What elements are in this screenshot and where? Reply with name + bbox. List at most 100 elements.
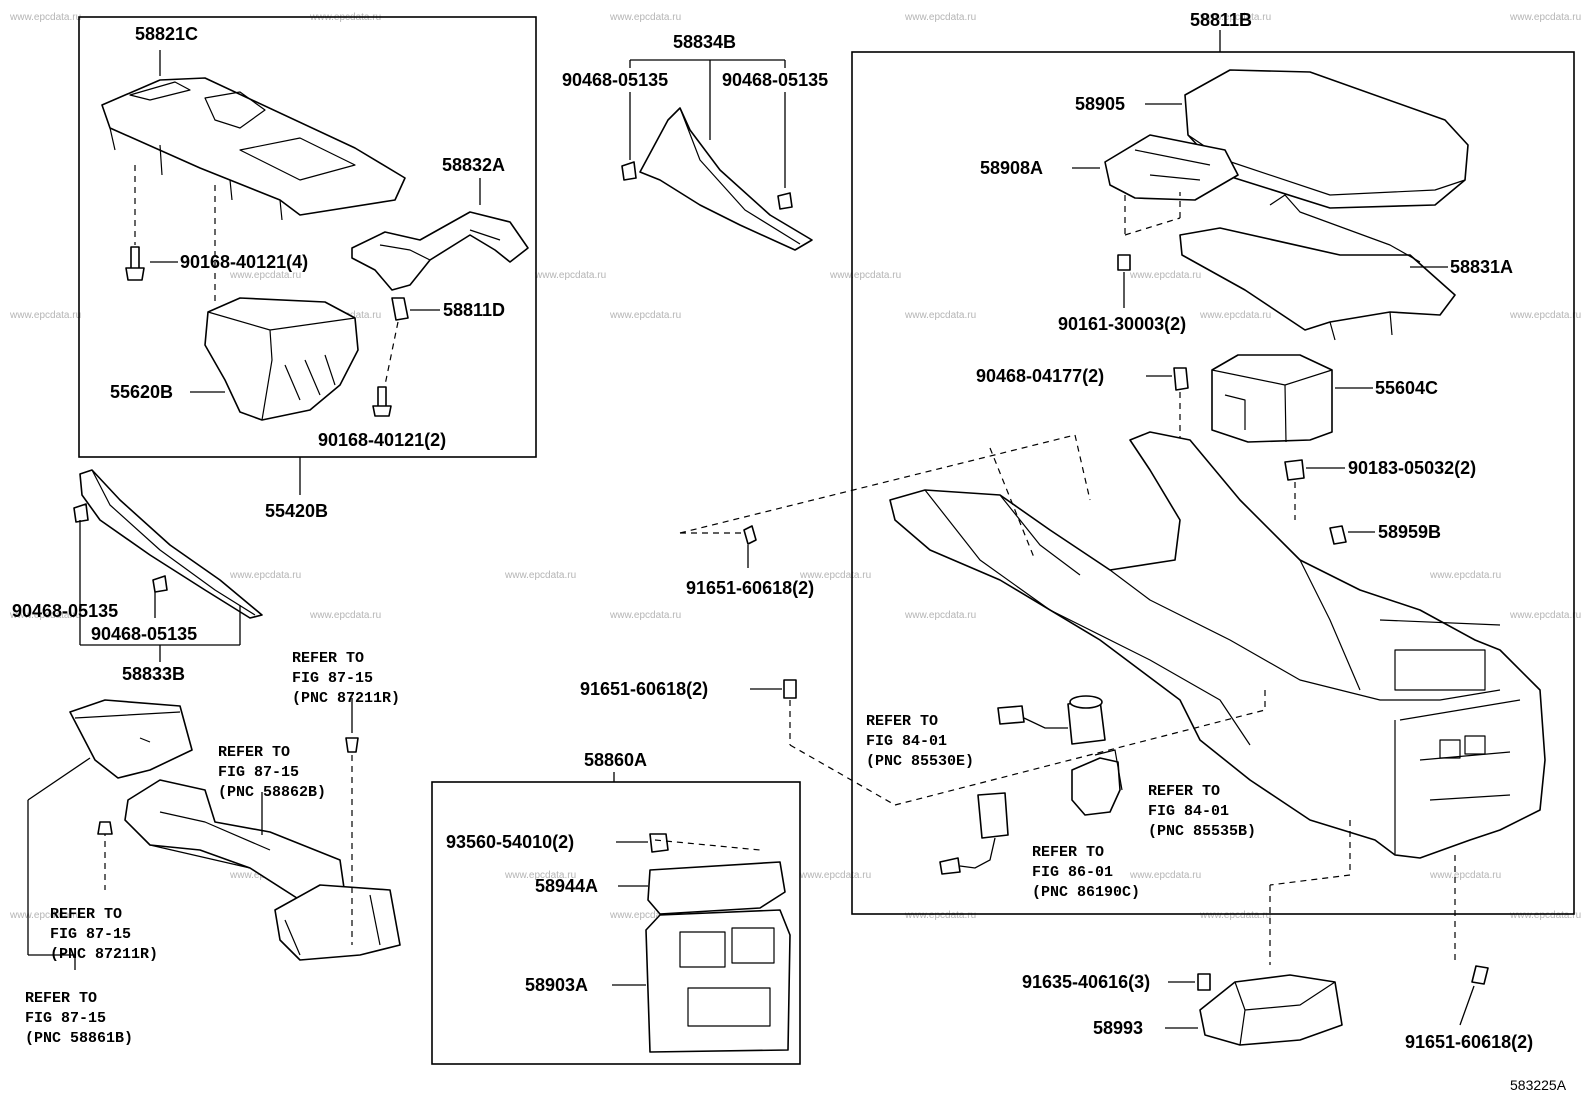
label-58860A[interactable]: 58860A — [584, 750, 647, 770]
group-box — [431, 781, 801, 1065]
diagram-id: 583225A — [1510, 1077, 1567, 1093]
part-86190C-switch[interactable] — [939, 792, 1009, 875]
part-58993[interactable] — [1199, 974, 1343, 1046]
label-90168-40121-2[interactable]: 90168-40121(2) — [318, 430, 446, 450]
label-90168-40121-4[interactable]: 90168-40121(4) — [180, 252, 308, 272]
clip-90468[interactable] — [621, 161, 637, 181]
part-85535B-socket[interactable] — [1071, 749, 1123, 816]
group-58811B: 58811B 58905 58908A 58831A — [679, 10, 1575, 965]
ref-text: FIG 84-01 — [1148, 803, 1229, 820]
label-58821C[interactable]: 58821C — [135, 24, 198, 44]
screw-90161[interactable] — [1117, 254, 1131, 271]
bolt-91635[interactable] — [1197, 973, 1211, 991]
part-58821C[interactable] — [101, 77, 406, 221]
bolt-90168[interactable] — [125, 246, 145, 281]
part-58831A[interactable] — [1179, 194, 1456, 341]
part-58908A[interactable] — [1104, 134, 1239, 201]
label-58993[interactable]: 58993 — [1093, 1018, 1143, 1038]
part-55620B[interactable] — [204, 297, 359, 421]
watermark: www.epcdata.ru — [504, 570, 576, 581]
watermark: www.epcdata.ru — [1199, 310, 1271, 321]
group-box — [78, 16, 537, 458]
bolt-91651-c[interactable] — [1471, 965, 1489, 985]
part-58811D[interactable] — [391, 297, 409, 321]
label-90468-05135-d[interactable]: 90468-05135 — [91, 624, 197, 644]
label-90468-05135-c[interactable]: 90468-05135 — [12, 601, 118, 621]
label-55420B[interactable]: 55420B — [265, 501, 328, 521]
label-58905[interactable]: 58905 — [1075, 94, 1125, 114]
label-58811B[interactable]: 58811B — [1190, 10, 1252, 30]
label-58903A[interactable]: 58903A — [525, 975, 588, 995]
part-58905[interactable] — [1184, 69, 1469, 209]
label-91651-c[interactable]: 91651-60618(2) — [1405, 1032, 1533, 1052]
watermark: www.epcdata.ru — [9, 12, 81, 23]
label-58959B[interactable]: 58959B — [1378, 522, 1441, 542]
bolt-90168-2[interactable] — [372, 386, 392, 417]
label-90468-05135-a[interactable]: 90468-05135 — [562, 70, 668, 90]
part-85530E-socket[interactable] — [997, 695, 1106, 745]
watermark: www.epcdata.ru — [1429, 870, 1501, 881]
bolt-91651-b[interactable] — [783, 679, 797, 699]
ref-text: REFER TO — [25, 990, 97, 1007]
label-91651-b[interactable]: 91651-60618(2) — [580, 679, 708, 699]
watermark: www.epcdata.ru — [904, 610, 976, 621]
label-90468-05135-b[interactable]: 90468-05135 — [722, 70, 828, 90]
ref-r3: REFER TO FIG 87-15 (PNC 87211R) — [50, 906, 158, 963]
label-91635[interactable]: 91635-40616(3) — [1022, 972, 1150, 992]
part-58944A[interactable] — [647, 861, 786, 915]
label-58834B[interactable]: 58834B — [673, 32, 736, 52]
watermark: www.epcdata.ru — [1509, 910, 1581, 921]
clip-58959B[interactable] — [1329, 525, 1347, 545]
clip-90468[interactable] — [73, 503, 89, 523]
clip-90468[interactable] — [152, 575, 168, 593]
part-58832A[interactable] — [351, 211, 529, 291]
part-58834B[interactable] — [639, 107, 813, 251]
ref-text: (PNC 85530E) — [866, 753, 974, 770]
watermark: www.epcdata.ru — [1129, 270, 1201, 281]
watermark: www.epcdata.ru — [1129, 870, 1201, 881]
clip-90183[interactable] — [1284, 459, 1305, 481]
label-58831A[interactable]: 58831A — [1450, 257, 1513, 277]
watermark: www.epcdata.ru — [1509, 12, 1581, 23]
label-58832A[interactable]: 58832A — [442, 155, 505, 175]
ref-text: REFER TO — [218, 744, 290, 761]
part-58833B[interactable] — [79, 469, 263, 619]
part-duct-outlet[interactable] — [69, 699, 193, 779]
label-58811D[interactable]: 58811D — [443, 300, 505, 320]
watermark: www.epcdata.ru — [534, 270, 606, 281]
clip-87211R[interactable] — [97, 821, 113, 835]
clip-90468[interactable] — [777, 192, 793, 210]
ref-text: REFER TO — [1148, 783, 1220, 800]
label-55620B[interactable]: 55620B — [110, 382, 173, 402]
clip-87211R-b[interactable] — [345, 737, 359, 753]
watermark: www.epcdata.ru — [1509, 610, 1581, 621]
ref-text: REFER TO — [50, 906, 122, 923]
clip-93560[interactable] — [649, 833, 669, 853]
part-console-body[interactable] — [889, 431, 1546, 859]
label-58833B[interactable]: 58833B — [122, 664, 185, 684]
ref-r4: REFER TO FIG 87-15 (PNC 58861B) — [25, 990, 133, 1047]
label-90183[interactable]: 90183-05032(2) — [1348, 458, 1476, 478]
clip-90468-04177[interactable] — [1173, 367, 1189, 391]
ref-text: (PNC 87211R) — [50, 946, 158, 963]
label-58908A[interactable]: 58908A — [980, 158, 1043, 178]
label-55604C[interactable]: 55604C — [1375, 378, 1438, 398]
part-duct-58861B[interactable] — [274, 884, 401, 961]
label-58944A[interactable]: 58944A — [535, 876, 598, 896]
part-58903A[interactable] — [645, 909, 791, 1053]
watermark: www.epcdata.ru — [309, 610, 381, 621]
label-90161[interactable]: 90161-30003(2) — [1058, 314, 1186, 334]
watermark: www.epcdata.ru — [609, 12, 681, 23]
bolt-91651-a[interactable] — [743, 525, 757, 545]
ref-r2: REFER TO FIG 87-15 (PNC 58862B) — [218, 744, 326, 801]
label-91651-a[interactable]: 91651-60618(2) — [686, 578, 814, 598]
label-93560[interactable]: 93560-54010(2) — [446, 832, 574, 852]
watermark: www.epcdata.ru — [799, 870, 871, 881]
ref-text: (PNC 85535B) — [1148, 823, 1256, 840]
ref-text: FIG 86-01 — [1032, 864, 1113, 881]
watermark: www.epcdata.ru — [609, 310, 681, 321]
label-90468-04177[interactable]: 90468-04177(2) — [976, 366, 1104, 386]
ref-text: FIG 87-15 — [292, 670, 373, 687]
part-55604C[interactable] — [1211, 354, 1333, 443]
ref-r1: REFER TO FIG 87-15 (PNC 87211R) — [292, 650, 400, 707]
